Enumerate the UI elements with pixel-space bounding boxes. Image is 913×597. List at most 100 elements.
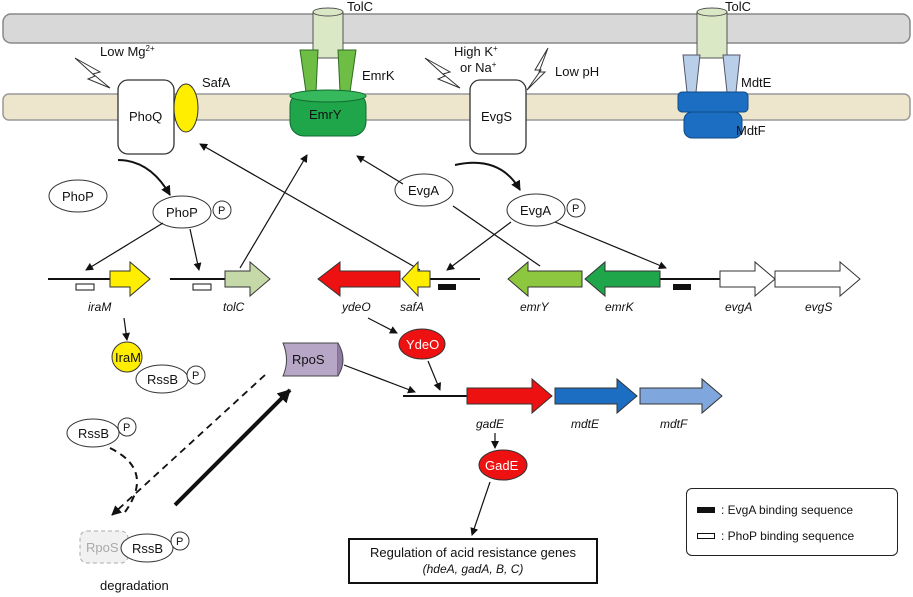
- ydeo-gene-to-protein-arrow: [367, 317, 398, 334]
- mdte-gene-label: mdtE: [571, 417, 600, 431]
- iram-gene: [109, 260, 151, 298]
- rssb-label: RssB: [147, 372, 178, 387]
- safa-protein: [173, 83, 199, 133]
- phop-p-label: PhoP: [166, 205, 198, 220]
- phospho-label: P: [218, 205, 225, 217]
- phoq-label: PhoQ: [129, 109, 162, 124]
- emry-gene-label: emrY: [520, 300, 550, 314]
- phop-to-iram-arrow: [85, 222, 164, 271]
- evgs-sensor: [469, 79, 527, 155]
- evga-p-protein: [506, 193, 566, 227]
- outer-membrane: [2, 13, 911, 44]
- evga-p-to-emrk-arrow: [554, 221, 667, 270]
- low-ph-label: Low pH: [555, 64, 599, 79]
- emrk-gene-label: emrK: [605, 300, 635, 314]
- rssb-binding-dashed-arrow: [109, 447, 138, 513]
- or-na-label: or Na+: [460, 60, 497, 75]
- iram-protein-label: IraM: [115, 350, 141, 365]
- phospho-label: P: [123, 422, 130, 434]
- evga-gene-label: evgA: [725, 300, 752, 314]
- mdtf-label: MdtF: [736, 123, 766, 138]
- legend: : EvgA binding sequence : PhoP binding s…: [686, 488, 898, 556]
- high-k-label: High K+: [454, 44, 498, 59]
- low-mg-label: Low Mg2+: [100, 44, 155, 59]
- rpos-degraded-label: RpoS: [86, 540, 119, 555]
- rpos-label: RpoS: [292, 352, 325, 367]
- evgs-gene: [774, 260, 861, 298]
- ydeo-to-gade-arrow: [427, 360, 442, 391]
- tolc-mdte-mdtf-pump: [677, 7, 749, 139]
- phop-binding-site: [75, 283, 95, 291]
- rpos-to-degradation-dashed-arrow: [111, 374, 266, 516]
- mdte-gene: [554, 377, 638, 415]
- legend-row-evga: : EvgA binding sequence: [697, 503, 853, 517]
- lightning-icon: [526, 47, 549, 91]
- ydeo-gene: [317, 260, 401, 298]
- evga-p-to-safa-arrow: [446, 221, 512, 271]
- degradation-label: degradation: [100, 578, 169, 593]
- rpos-sigma-factor: [282, 342, 339, 377]
- safa-gene-label: safA: [400, 300, 424, 314]
- phoq-to-phop-arrow: [117, 159, 171, 196]
- gade-gene-label: gadE: [476, 417, 505, 431]
- tolc-gene-label: tolC: [223, 300, 245, 314]
- iram-gene-label: iraM: [88, 300, 111, 314]
- rpos-edge: [337, 342, 344, 377]
- emrk-gene: [584, 260, 661, 298]
- gade-protein-label: GadE: [485, 458, 519, 473]
- tolc-label-2: TolC: [725, 0, 751, 14]
- gade-protein: [478, 449, 528, 481]
- mdtf-gene: [639, 377, 723, 415]
- legend-row-phop: : PhoP binding sequence: [697, 529, 854, 543]
- evgs-label: EvgS: [481, 109, 512, 124]
- emrk-label: EmrK: [362, 68, 395, 83]
- legend-phop-label: : PhoP binding sequence: [721, 529, 855, 543]
- phop-protein: [48, 179, 108, 213]
- evgs-to-evga-arrow: [454, 161, 521, 191]
- phospho-badge: [186, 365, 206, 385]
- phop-binding-swatch: [697, 533, 715, 539]
- phospho-badge: [566, 198, 586, 218]
- ydeo-gene-label: ydeO: [341, 300, 371, 314]
- phospho-badge: [170, 531, 190, 551]
- ydeo-protein-label: YdeO: [406, 337, 439, 352]
- rpos-degraded: [79, 530, 129, 564]
- lightning-icon: [424, 57, 461, 89]
- evgs-gene-label: evgS: [805, 300, 832, 314]
- evga-to-membrane-arrow: [356, 155, 404, 185]
- phospho-label: P: [176, 536, 183, 548]
- emry-gene-to-pump-arrow: [452, 205, 541, 267]
- emry-gene: [507, 260, 583, 298]
- tolc-gene: [224, 260, 271, 298]
- regulation-title: Regulation of acid resistance genes: [370, 545, 576, 560]
- iram-protein: [111, 341, 143, 373]
- evga-gene: [719, 260, 776, 298]
- safa-gene-to-safa-arrow: [199, 143, 421, 271]
- phospho-badge: [212, 200, 232, 220]
- rssb-p-protein: [66, 418, 120, 448]
- iram-gene-to-protein-arrow: [122, 317, 131, 341]
- phop-label: PhoP: [62, 189, 94, 204]
- safa-label: SafA: [202, 75, 231, 90]
- evga-binding-swatch: [697, 507, 715, 513]
- safa-gene: [401, 260, 431, 298]
- mdte-label: MdtE: [741, 75, 772, 90]
- phospho-label: P: [572, 203, 579, 215]
- rpos-stabilization-arrow: [173, 388, 292, 507]
- phoq-sensor: [117, 79, 175, 155]
- tolc-to-pump-arrow: [239, 154, 308, 269]
- tolc-label-1: TolC: [347, 0, 373, 14]
- rssb-protein: [120, 533, 174, 563]
- rssb-label: RssB: [78, 426, 109, 441]
- ydeo-protein: [398, 328, 446, 360]
- phop-binding-site: [192, 283, 212, 291]
- gade-to-regulation-arrow: [470, 481, 491, 536]
- phospho-badge: [117, 417, 137, 437]
- gade-gene: [466, 377, 553, 415]
- legend-evga-label: : EvgA binding sequence: [721, 503, 854, 517]
- evga-protein: [394, 173, 454, 207]
- rpos-to-gade-arrow: [343, 364, 416, 394]
- rssb-label: RssB: [132, 541, 163, 556]
- evga-binding-site: [438, 284, 456, 290]
- mdtf-gene-label: mdtF: [660, 417, 688, 431]
